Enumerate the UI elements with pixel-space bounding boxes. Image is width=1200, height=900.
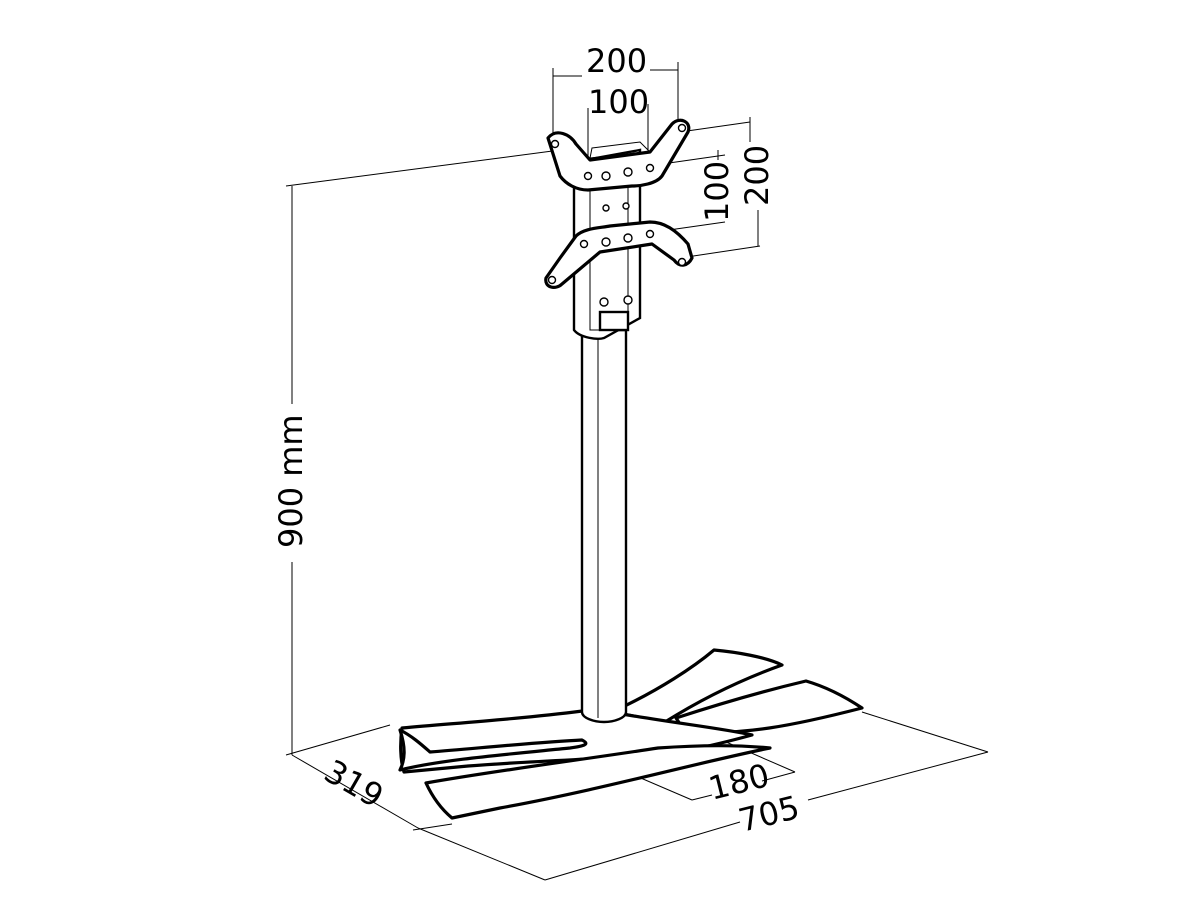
- stand-base: [398, 648, 864, 820]
- vesa-bottom-hole-inner-left: [579, 239, 589, 249]
- label-height: 900 mm: [272, 414, 310, 548]
- vesa-bottom-arm-shape: [544, 220, 694, 289]
- vesa-bottom-hole-inner-right: [645, 229, 655, 239]
- label-vesa-height-outer: 200: [738, 145, 776, 206]
- width-ext-left: [417, 827, 546, 881]
- base-rear-right-foot: [610, 648, 784, 724]
- vesa-arm-top: [546, 118, 691, 192]
- vesa-top-hole-inner-right: [645, 163, 655, 173]
- vesa-arm-bottom: [544, 220, 694, 289]
- gap-dim-right: [761, 771, 796, 782]
- height-extension-top: [285, 149, 561, 187]
- vesa-bottom-screw-1: [601, 237, 611, 247]
- base-left-foot-top: [398, 728, 588, 772]
- bracket-screw-lower: [599, 297, 609, 307]
- bracket-screw-mid: [602, 204, 610, 212]
- depth-ext-front: [412, 823, 453, 831]
- gap-dim-left: [691, 794, 713, 801]
- width-dim-right: [807, 751, 989, 801]
- vesa-bottom-hole-outer-right: [677, 257, 687, 267]
- vesa-v-ext-bottom: [679, 245, 761, 259]
- vesa-v-ext-top: [679, 121, 751, 133]
- width-ext-right: [861, 711, 989, 753]
- height-extension-bottom: [285, 724, 391, 756]
- vesa-top-screw-2: [623, 167, 633, 177]
- vesa-top-hole-inner-left: [583, 171, 593, 181]
- label-vesa-width-outer: 200: [586, 42, 647, 80]
- base-front-right-foot: [674, 679, 864, 734]
- base-front-long-foot: [424, 744, 772, 820]
- vesa-top-hole-outer-left: [550, 139, 560, 149]
- vesa-top-screw-1: [601, 171, 611, 181]
- vesa-bottom-hole-outer-left: [547, 275, 557, 285]
- vesa-bottom-screw-2: [623, 233, 633, 243]
- vesa-top-hole-outer-right: [677, 123, 687, 133]
- vesa-top-plate: [589, 141, 652, 159]
- bracket-screw-lower-right: [623, 295, 633, 305]
- bracket-clip: [598, 310, 630, 332]
- bracket-screw-mid-right: [622, 202, 630, 210]
- vesa-top-arm-shape: [546, 118, 691, 192]
- stand-post: [580, 328, 628, 724]
- post-tube: [580, 328, 628, 724]
- label-vesa-width-inner: 100: [588, 83, 649, 121]
- width-dim-left: [544, 821, 741, 881]
- label-vesa-height-inner: 100: [698, 161, 736, 222]
- depth-dim-line: [291, 754, 419, 829]
